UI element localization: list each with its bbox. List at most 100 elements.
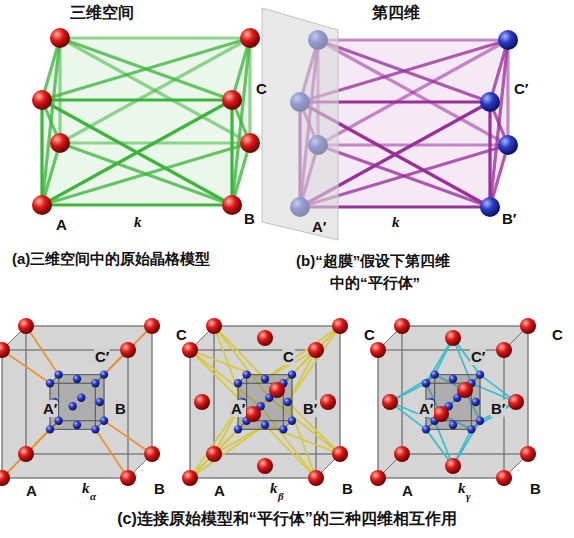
lattice-bond	[318, 145, 490, 207]
original-atom	[144, 318, 160, 334]
parallel-atom	[100, 417, 108, 425]
point-label: C′	[94, 348, 110, 365]
cube-face	[42, 38, 60, 205]
point-label: C′	[470, 348, 486, 365]
parallel-atom	[476, 370, 484, 378]
lattice-bond-group	[42, 38, 250, 205]
lattice-atom-group	[32, 28, 260, 215]
original-atom-group	[182, 318, 348, 486]
lattice-bond	[60, 143, 232, 205]
point-label: A	[56, 216, 67, 233]
point-label: k	[134, 214, 142, 231]
parallel-atom	[91, 379, 99, 387]
point-label: A′	[230, 400, 246, 417]
parallel-atom	[91, 425, 99, 433]
parallel-atom	[46, 425, 54, 433]
parallel-atom	[95, 398, 103, 406]
original-atom	[120, 342, 136, 358]
point-label: B	[114, 400, 127, 417]
interaction-line	[190, 425, 265, 478]
point-label: B′	[302, 400, 318, 417]
point-label: k	[458, 480, 466, 497]
point-label: B	[530, 480, 541, 497]
original-atom	[508, 394, 524, 410]
original-atom	[382, 394, 398, 410]
parallel-atom	[449, 421, 457, 429]
original-atom	[257, 330, 273, 346]
parallel-atom	[54, 417, 62, 425]
original-atom	[194, 394, 210, 410]
parallel-atom	[54, 370, 62, 378]
lattice-atom	[222, 195, 242, 215]
point-label: C	[176, 326, 187, 343]
membrane-plane	[262, 8, 338, 240]
figure-caption: (b)“超膜”假设下第四维中的“平行体”	[330, 250, 460, 294]
lattice-atom	[498, 135, 518, 155]
lattice-bond	[490, 40, 508, 207]
lattice-bond	[42, 38, 250, 100]
point-label: A	[26, 482, 37, 499]
panel-heading: 第四维	[372, 4, 420, 22]
interaction-cube	[182, 318, 348, 486]
original-atom	[520, 446, 536, 462]
cube-faces	[42, 38, 250, 205]
lattice-bond	[60, 38, 232, 100]
point-label: C	[552, 326, 563, 343]
original-atom	[445, 330, 461, 346]
parallel-atom	[471, 398, 479, 406]
original-atom	[269, 382, 285, 398]
original-atom	[370, 470, 386, 486]
original-atom	[120, 470, 136, 486]
lattice-atom	[222, 90, 242, 110]
original-atom	[308, 470, 324, 486]
interaction-line	[265, 326, 340, 379]
interaction-line	[104, 421, 152, 454]
interaction-line	[95, 429, 128, 478]
point-label: C	[256, 80, 267, 97]
interaction-line-group	[190, 326, 340, 478]
subscript-label: γ	[466, 490, 471, 503]
parallel-atom	[68, 402, 76, 410]
lattice-atom	[480, 197, 500, 217]
figure-caption: (c)连接原始模型和“平行体”的三种四维相互作用	[0, 508, 574, 530]
parallel-atom	[279, 425, 287, 433]
original-atom	[245, 406, 261, 422]
lattice-atom	[32, 195, 52, 215]
lattice-bond	[318, 38, 508, 41]
parallel-atom	[430, 370, 438, 378]
cube-face	[42, 143, 250, 205]
parallel-atom	[46, 379, 54, 387]
lattice-atom	[498, 30, 518, 50]
parallel-atom	[77, 393, 85, 401]
cube-face	[232, 38, 250, 205]
original-atom	[257, 458, 273, 474]
original-atom	[433, 406, 449, 422]
outer-faces	[2, 326, 152, 478]
original-atom	[496, 342, 512, 358]
outer-faces	[190, 326, 340, 478]
point-label: B	[342, 480, 353, 497]
point-label: B′	[490, 400, 506, 417]
original-atom	[206, 446, 222, 462]
subscript-label: β	[278, 490, 284, 503]
interaction-line	[2, 350, 50, 383]
original-atom	[332, 446, 348, 462]
original-atom	[332, 318, 348, 334]
lattice-bond	[232, 38, 250, 205]
original-atom-group	[370, 318, 536, 486]
interaction-line-group	[2, 326, 152, 478]
hyper-membrane	[262, 8, 338, 240]
lattice-bond	[42, 203, 232, 206]
original-atom	[18, 446, 34, 462]
original-atom	[496, 470, 512, 486]
parallel-atom	[422, 379, 430, 387]
parallel-atom	[288, 417, 296, 425]
original-atom	[370, 342, 386, 358]
lattice-bond	[318, 40, 508, 145]
original-atom	[445, 458, 461, 474]
original-atom	[0, 470, 10, 486]
cube-face	[490, 40, 508, 207]
lattice-bond	[60, 36, 250, 39]
